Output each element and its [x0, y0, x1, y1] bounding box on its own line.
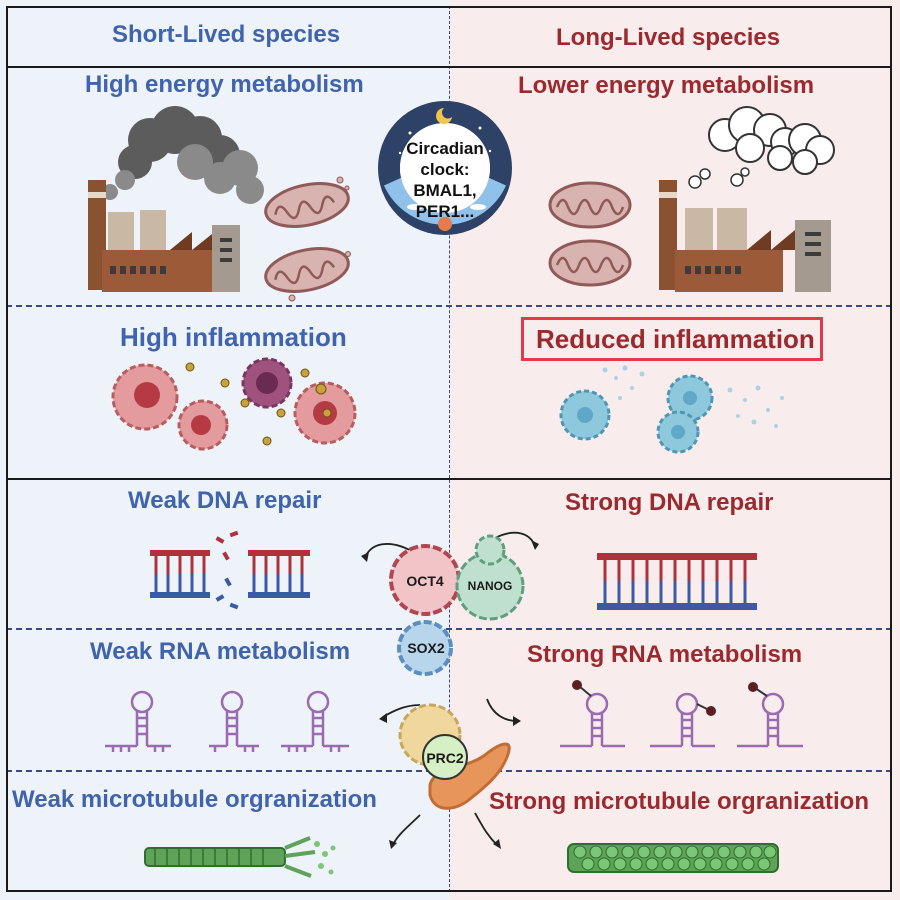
- clock-line-4: PER1...: [415, 202, 475, 221]
- center-divider: [449, 6, 450, 892]
- inflamed-cells-icon: [111, 357, 357, 451]
- title-weak-rna: Weak RNA metabolism: [90, 638, 351, 665]
- sox2-label: SOX2: [407, 640, 445, 656]
- title-strong-microtubule: Strong microtubule orgranization: [489, 788, 870, 815]
- section-divider: [6, 478, 892, 480]
- header-long-lived: Long-Lived species: [556, 24, 781, 51]
- broken-dna-icon: [150, 530, 310, 610]
- oct4-label: OCT4: [406, 573, 444, 589]
- circadian-clock-label: Circadian clock: BMAL1, PER1...: [390, 138, 500, 222]
- intact-dna-icon: [597, 553, 757, 610]
- header-divider: [6, 66, 892, 68]
- broken-microtubule-icon: [144, 836, 336, 878]
- title-lower-energy: Lower energy metabolism: [518, 72, 815, 99]
- healthy-mitochondria-icon: [548, 181, 632, 287]
- prc2-complex-icon: [379, 698, 521, 849]
- header-short-lived: Short-Lived species: [112, 21, 341, 48]
- divider-energy-inflammation: [6, 305, 892, 307]
- title-strong-dna: Strong DNA repair: [565, 489, 774, 516]
- clock-line-2: clock:: [420, 160, 470, 179]
- rna-hairpins-strong-icon: [560, 680, 803, 748]
- circadian-clock-icon: [378, 101, 512, 235]
- title-strong-rna: Strong RNA metabolism: [527, 641, 803, 668]
- damaged-mitochondria-icon: [264, 176, 351, 302]
- rna-hairpins-weak-icon: [105, 690, 349, 752]
- clock-line-1: Circadian: [406, 139, 484, 158]
- factory-smoke-icon: [88, 106, 264, 292]
- nanog-label: NANOG: [467, 579, 513, 593]
- calm-cells-icon: [559, 365, 784, 454]
- title-reduced-inflammation: Reduced inflammation: [536, 324, 815, 354]
- title-weak-dna: Weak DNA repair: [128, 487, 322, 514]
- highlight-box: [521, 317, 823, 361]
- title-high-inflammation: High inflammation: [120, 322, 347, 352]
- intact-microtubule-icon: [567, 843, 779, 873]
- title-weak-microtubule: Weak microtubule orgranization: [12, 786, 377, 813]
- outer-frame: [6, 6, 892, 892]
- title-high-energy: High energy metabolism: [85, 71, 364, 98]
- clock-line-3: BMAL1,: [413, 181, 477, 200]
- factory-clean-icon: [659, 106, 835, 292]
- divider-dna-rna: [6, 628, 892, 630]
- prc2-label: PRC2: [426, 750, 464, 766]
- protein-complex-icon: [361, 531, 539, 676]
